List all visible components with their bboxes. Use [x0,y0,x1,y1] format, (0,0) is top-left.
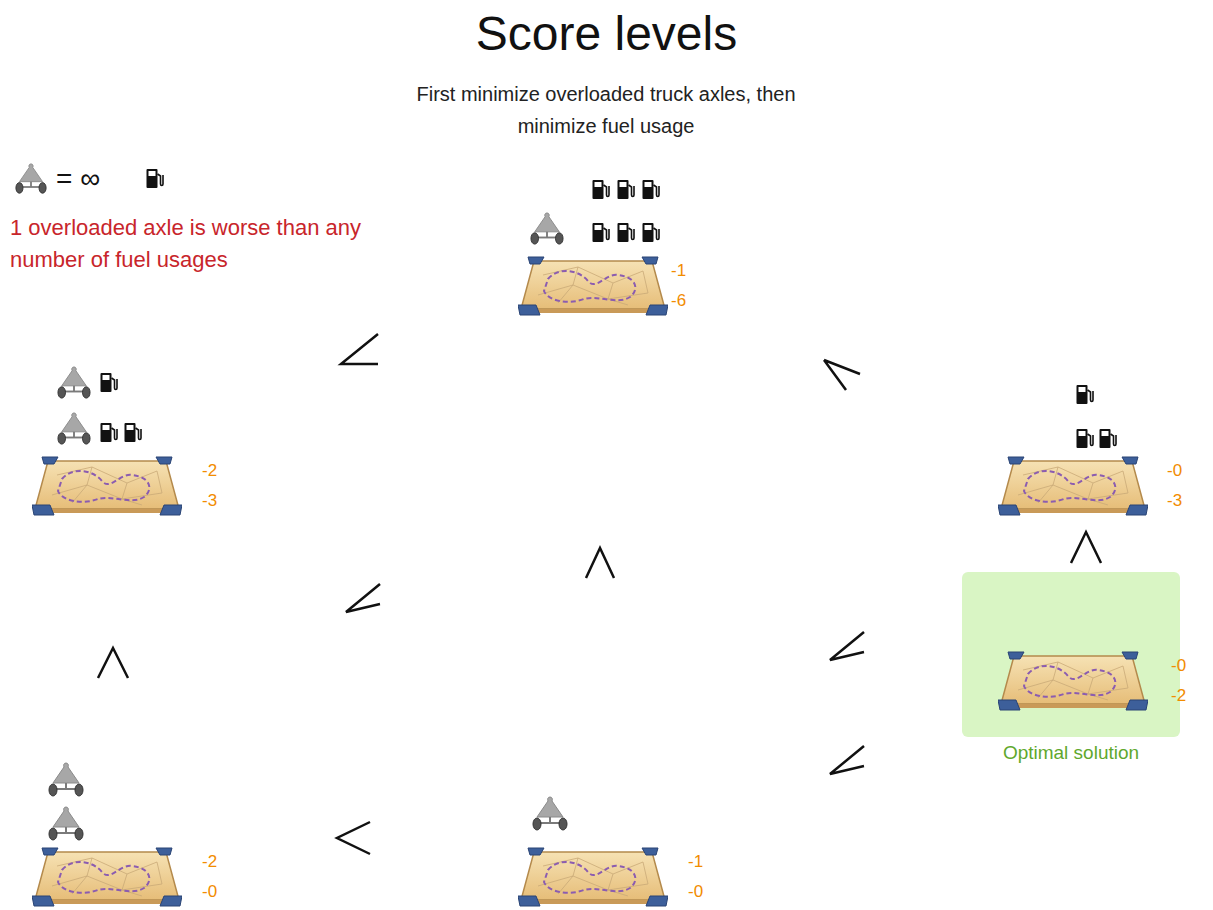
soft-score: -2 [1171,686,1186,706]
solution-map: -1 -6 [518,255,703,319]
map-illustration [518,846,668,908]
fuel-icon [643,223,660,242]
axle-icon [49,807,83,840]
less-than-sign [824,360,860,390]
map-illustration [518,255,668,317]
map-illustration [998,650,1148,712]
note-text: 1 overloaded axle is worse than any numb… [10,212,395,276]
fuel-icon [147,169,164,188]
axle-icon [16,164,46,193]
less-than-sign [341,334,378,364]
fuel-icon [643,180,660,199]
hard-score: -1 [671,261,686,281]
fuel-icon [101,373,118,392]
less-than-sign [98,648,128,678]
equation-text: = ∞ [56,162,100,196]
fuel-icon [593,180,610,199]
fuel-icon [618,180,635,199]
soft-score: -0 [688,882,703,902]
fuel-icon [1077,429,1094,448]
axle-icon [531,213,563,244]
solution-map: -1 -0 [518,846,710,908]
fuel-icon [101,423,118,442]
axle-icon [58,367,90,398]
map-illustration [32,846,182,908]
soft-score: -3 [1167,491,1182,511]
less-than-sign [1071,532,1101,563]
less-than-sign [337,822,370,854]
hard-score: -2 [202,461,217,481]
fuel-icon [618,223,635,242]
hard-score: -0 [1167,461,1182,481]
less-than-sign [830,632,864,660]
fuel-icon [125,423,142,442]
fuel-icon [1100,429,1117,448]
solution-map: -0 -2 [998,650,1193,714]
soft-score: -3 [202,491,217,511]
hard-score: -0 [1171,656,1186,676]
map-illustration [998,455,1148,517]
hard-score: -1 [688,852,703,872]
solution-map: -2 -0 [32,846,224,908]
less-than-sign [346,584,380,612]
axle-icon [49,763,83,796]
subtitle: First minimize overloaded truck axles, t… [416,78,796,142]
title: Score levels [0,6,1213,62]
optimal-highlight-box: Optimal solution-0-2 [962,572,1180,737]
fuel-icon [1077,385,1094,404]
soft-score: -0 [202,882,217,902]
less-than-sign [586,548,614,578]
solution-map: -0 -3 [998,455,1189,519]
hard-score: -2 [202,852,217,872]
axle-icon [58,413,90,444]
fuel-icon [593,223,610,242]
less-than-sign [830,746,864,774]
soft-score: -6 [671,291,686,311]
solution-map: -2 -3 [32,455,224,519]
axle-icon [533,797,567,830]
comparison-signs [98,334,1101,854]
optimal-label: Optimal solution [962,741,1180,765]
map-illustration [32,455,182,517]
